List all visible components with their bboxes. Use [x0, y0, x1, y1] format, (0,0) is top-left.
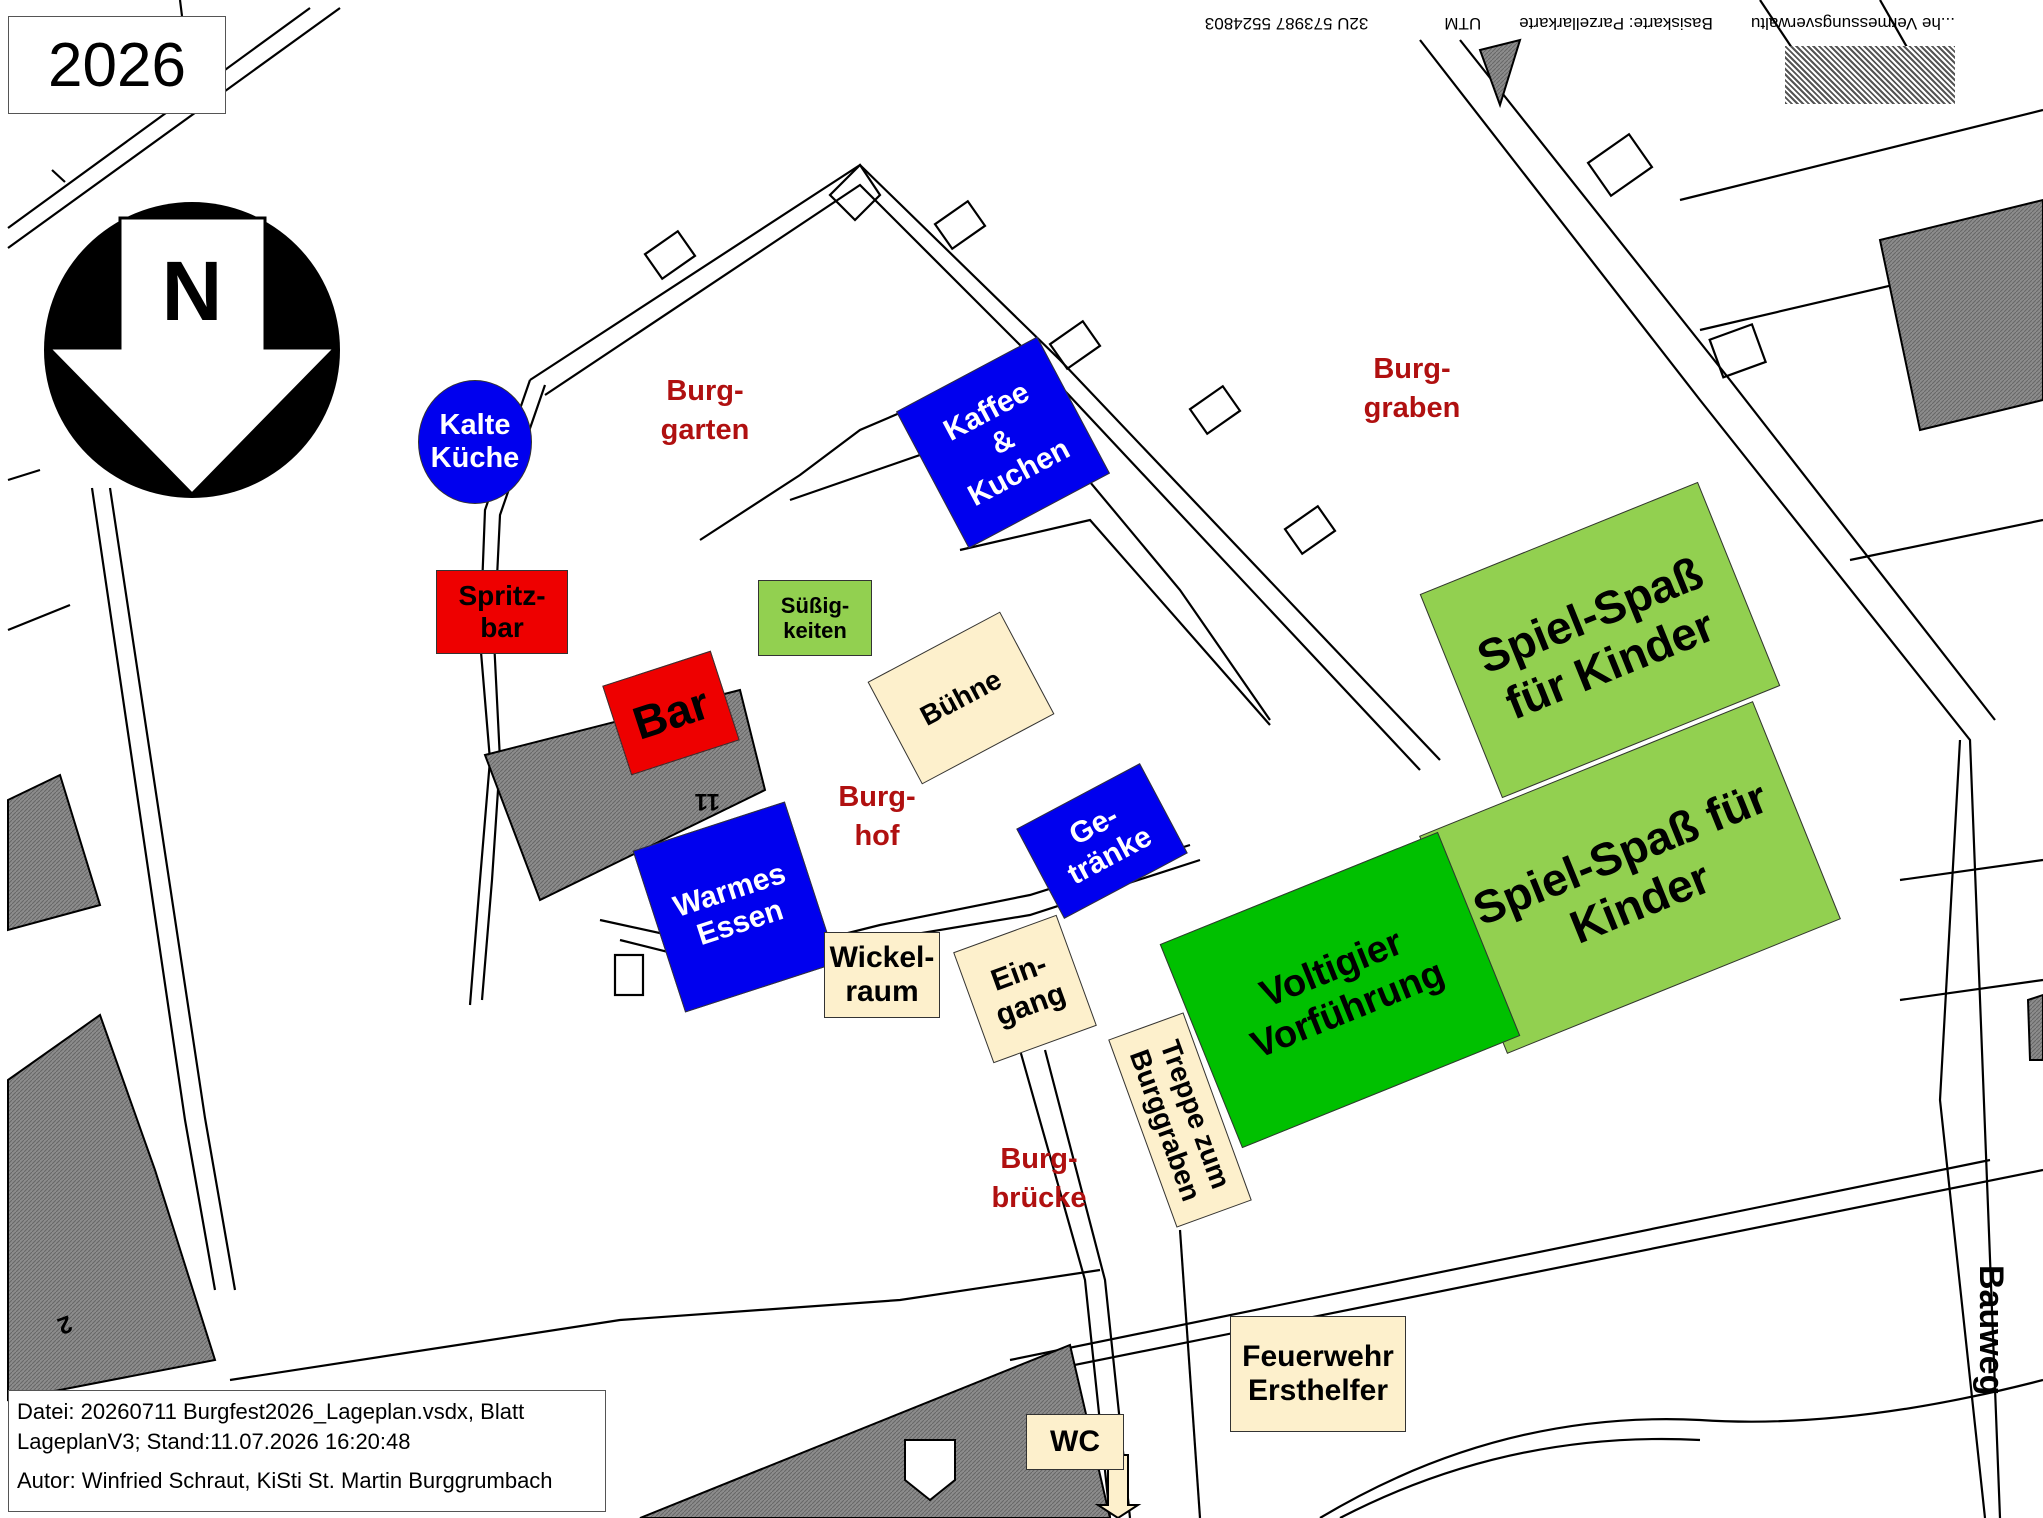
house-number-11: 11 [695, 788, 720, 815]
header-text-2: Basiskarte: Parzellarkarte [1519, 14, 1713, 33]
station-suessigkeiten: Süßig- keiten [758, 580, 872, 656]
station-kalte-kueche: Kalte Küche [418, 380, 532, 504]
station-spritzbar: Spritz- bar [436, 570, 568, 654]
header-text-3: UTM [1444, 14, 1482, 33]
footer-line-2: LageplanV3; Stand:11.07.2026 16:20:48 [17, 1428, 411, 1454]
area-label-burgbruecke: Burg- brücke [991, 1143, 1087, 1215]
coat-of-arms-icon [904, 1439, 956, 1502]
map-header-strip: ...he Vermessungsverwaltu Basiskarte: Pa… [1205, 6, 1955, 40]
street-label: Bauweg [1972, 1265, 2010, 1396]
file-info-box: Datei: 20260711 Burgfest2026_Lageplan.vs… [8, 1390, 606, 1512]
station-wc: WC [1026, 1414, 1124, 1470]
station-feuerwehr-ersthelfer: Feuerwehr Ersthelfer [1230, 1316, 1406, 1432]
north-arrow-icon: N [44, 202, 340, 498]
header-text-1: ...he Vermessungsverwaltu [1750, 14, 1955, 33]
footer-line-1: Datei: 20260711 Burgfest2026_Lageplan.vs… [17, 1399, 525, 1424]
footer-line-3: Autor: Winfried Schraut, KiSti St. Marti… [17, 1468, 553, 1494]
area-label-burggarten: Burg- garten [660, 375, 750, 447]
area-label-burghof: Burg- hof [838, 781, 916, 853]
header-text-4: 32U 573987 5524803 [1204, 14, 1369, 33]
arrow-down-icon [1094, 1454, 1142, 1518]
header-thumbnail-image [1785, 46, 1955, 104]
station-wickelraum: Wickel- raum [824, 932, 940, 1018]
area-label-burggraben: Burg- graben [1363, 353, 1461, 425]
year-label: 2026 [8, 16, 226, 114]
compass-letter: N [162, 244, 223, 338]
